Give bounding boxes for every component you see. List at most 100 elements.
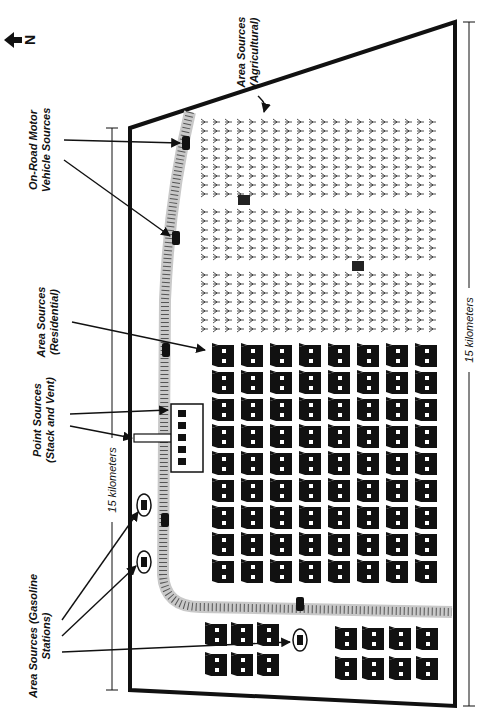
tractor [352, 261, 364, 271]
residential-house [415, 559, 437, 583]
residential-house [386, 505, 408, 529]
residential-house [299, 424, 321, 448]
gas-pump [141, 557, 147, 567]
residential-house [386, 397, 408, 421]
residential-house [270, 370, 292, 394]
motor-vehicle [161, 513, 169, 527]
stack-pipe [134, 434, 172, 442]
residential-house [241, 397, 263, 421]
callout-label: Area Sources (Residential) [35, 279, 60, 365]
road [163, 112, 452, 612]
residential-house [205, 652, 227, 676]
residential-house [299, 478, 321, 502]
residential-house [270, 478, 292, 502]
residential-house [270, 397, 292, 421]
residential-house [357, 370, 379, 394]
residential-house [386, 424, 408, 448]
residential-house [362, 656, 384, 680]
road-stipple [163, 112, 452, 612]
factory-window [178, 446, 186, 453]
residential-house [241, 559, 263, 583]
leader-arrow [70, 410, 168, 414]
residential-house [389, 626, 411, 650]
leader-arrow [64, 160, 170, 236]
residential-house [416, 626, 438, 650]
residential-house [357, 397, 379, 421]
residential-house [386, 478, 408, 502]
residential-house [270, 424, 292, 448]
residential-house [415, 532, 437, 556]
residential-house [241, 424, 263, 448]
residential-house [212, 397, 234, 421]
gas-station-sign [293, 629, 307, 651]
factory-window [178, 458, 186, 465]
residential-house [241, 505, 263, 529]
residential-house [241, 451, 263, 475]
residential-house [205, 622, 227, 646]
residential-house [270, 532, 292, 556]
residential-house [212, 424, 234, 448]
factory-window [178, 422, 186, 429]
motor-vehicle [182, 136, 190, 150]
leader-arrow [62, 566, 136, 636]
residential-house [415, 424, 437, 448]
residential-house [357, 559, 379, 583]
residential-house [212, 478, 234, 502]
residential-house [328, 451, 350, 475]
residential-house [212, 451, 234, 475]
residential-house [241, 532, 263, 556]
tractor [238, 195, 250, 205]
factory-window [178, 410, 186, 417]
residential-house [231, 652, 253, 676]
residential-house [416, 656, 438, 680]
residential-house [335, 656, 357, 680]
residential-house [362, 626, 384, 650]
residential-house [386, 451, 408, 475]
leader-arrow [258, 96, 265, 112]
residential-house [357, 343, 379, 367]
residential-house [241, 343, 263, 367]
residential-house [231, 622, 253, 646]
crop-rows [201, 119, 436, 332]
map-frame [130, 22, 455, 706]
leader-arrow [64, 140, 180, 143]
residential-house [386, 370, 408, 394]
residential-house [241, 478, 263, 502]
gas-pump [297, 635, 303, 645]
residential-house [328, 424, 350, 448]
residential-house [415, 343, 437, 367]
residential-house [389, 656, 411, 680]
residential-house [270, 559, 292, 583]
residential-house [299, 532, 321, 556]
leader-arrow [62, 512, 138, 620]
residential-house [299, 370, 321, 394]
residential-house [335, 626, 357, 650]
callout-label: Area Sources (Gasoline Stations) [27, 574, 52, 699]
leader-arrow [72, 322, 205, 350]
callout-label: Point Sources (Stack and Vent) [31, 370, 56, 470]
residential-house [328, 370, 350, 394]
residential-house [270, 343, 292, 367]
residential-house [212, 370, 234, 394]
residential-house [415, 478, 437, 502]
dimension-label: 15 kilometers [463, 288, 476, 372]
residential-house [357, 424, 379, 448]
residential-house [212, 532, 234, 556]
residential-house [415, 397, 437, 421]
leader-arrow [70, 426, 132, 438]
motor-vehicle [296, 597, 304, 611]
residential-house [299, 343, 321, 367]
residential-house [328, 478, 350, 502]
residential-house [299, 451, 321, 475]
residential-house [328, 559, 350, 583]
leader-arrow [62, 642, 290, 652]
residential-house [212, 559, 234, 583]
dimension-ticks [463, 22, 475, 706]
residential-house [328, 532, 350, 556]
residential-house [328, 505, 350, 529]
residential-house [386, 343, 408, 367]
gas-pump [141, 500, 147, 510]
callout-label: Area Sources (Agricultural) [235, 9, 260, 95]
compass-letter: N [22, 30, 38, 50]
